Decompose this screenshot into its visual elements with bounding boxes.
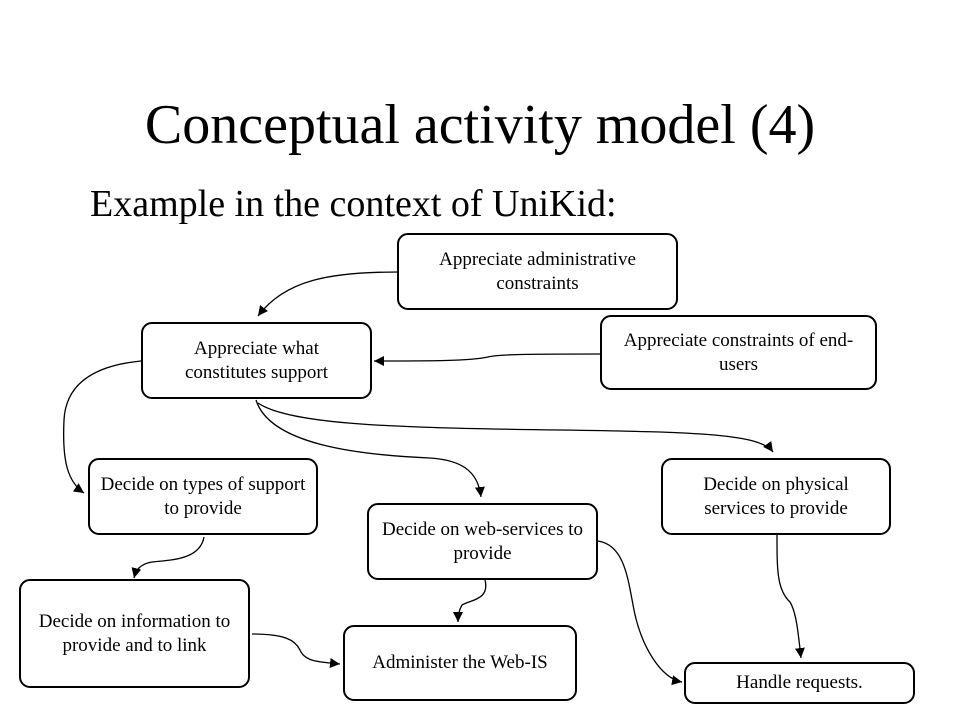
slide-title: Conceptual activity model (4): [144, 94, 816, 156]
node-decide-types-of-support: Decide on types of support to provide: [88, 458, 318, 535]
arrow-physical-to-handle: [776, 534, 805, 659]
arrow-types-to-information: [131, 536, 205, 579]
node-label: Decide on types of support to provide: [100, 473, 306, 519]
node-label: Appreciate what constitutes support: [184, 337, 329, 383]
node-label: Decide on web-services to provide: [381, 518, 583, 564]
arrow-web-to-handle: [597, 540, 683, 686]
node-appreciate-what-constitutes-support: Appreciate what constitutes support: [141, 322, 372, 399]
arrow-admin-to-support: [257, 271, 399, 317]
node-appreciate-constraints-of-end-users: Appreciate constraints of end-users: [600, 315, 877, 390]
arrow-support-to-web: [255, 399, 485, 498]
node-label: Appreciate administrative constraints: [439, 248, 636, 294]
node-decide-web-services: Decide on web-services to provide: [367, 503, 598, 580]
node-decide-physical-services: Decide on physical services to provide: [661, 458, 891, 535]
slide-subtitle: Example in the context of UniKid:: [90, 183, 617, 225]
node-label: Handle requests.: [736, 672, 863, 693]
node-appreciate-administrative-constraints: Appreciate administrative constraints: [397, 233, 678, 310]
arrow-information-to-administer: [251, 633, 341, 668]
node-handle-requests: Handle requests.: [684, 662, 915, 704]
arrow-endusers-to-support: [373, 353, 602, 366]
node-decide-information-to-provide: Decide on information to provide and to …: [19, 579, 250, 688]
node-label: Administer the Web-IS: [372, 652, 548, 673]
node-administer-web-is: Administer the Web-IS: [343, 625, 577, 701]
node-label: Appreciate constraints of end-users: [623, 329, 854, 375]
arrow-web-to-administer: [453, 579, 487, 623]
node-label: Decide on physical services to provide: [703, 473, 849, 519]
arrow-support-to-physical: [257, 402, 774, 453]
arrow-support-to-types: [62, 360, 142, 494]
node-label: Decide on information to provide and to …: [38, 610, 231, 656]
